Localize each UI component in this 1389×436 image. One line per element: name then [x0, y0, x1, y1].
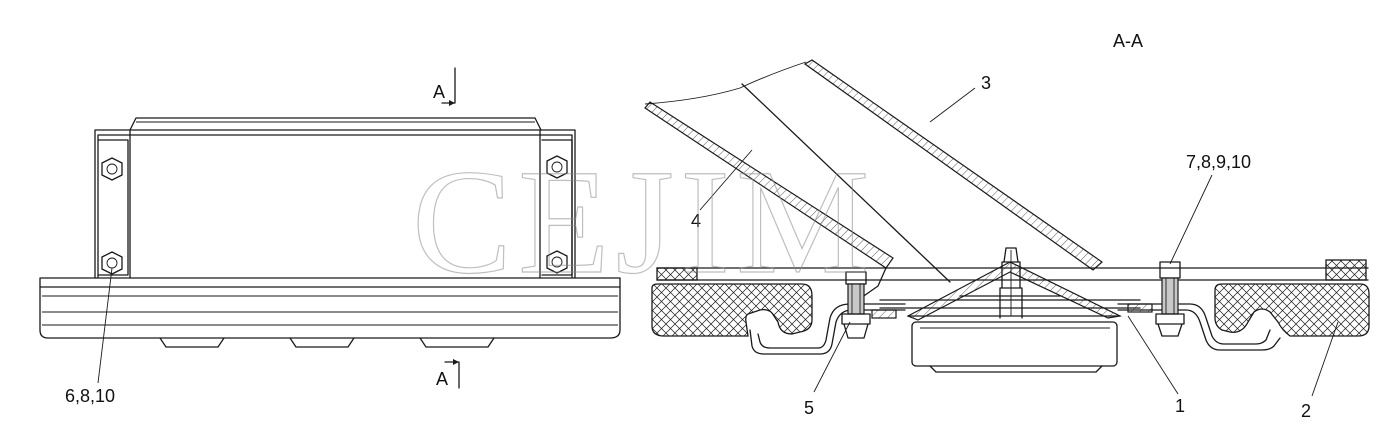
section-marker-bottom: A [436, 359, 460, 389]
callout-3: 3 [981, 73, 991, 93]
channel-left [749, 309, 906, 355]
floor-seal-left [656, 267, 698, 281]
insulation-left [651, 283, 813, 337]
duct [644, 59, 1103, 301]
callout-7-8-9-10: 7,8,9,10 [1186, 152, 1251, 172]
section-view-a-a: A-A [644, 31, 1370, 421]
leader-3 [929, 87, 976, 123]
callout-2: 2 [1301, 401, 1311, 421]
hex-bolt-top-right [546, 155, 568, 179]
duct-break-line [644, 61, 807, 105]
leader-4 [699, 149, 753, 211]
housing-box [94, 117, 576, 279]
section-title: A-A [1113, 31, 1143, 51]
leader-5 [813, 321, 851, 393]
bolt-right [1127, 261, 1185, 337]
drain-assembly [879, 247, 1141, 373]
channel-right [1117, 309, 1281, 351]
leader-2 [1311, 321, 1339, 397]
leader-6-8-10 [97, 267, 113, 384]
side-view: A A 6,8,10 [39, 67, 621, 406]
callout-6-8-10: 6,8,10 [65, 386, 115, 406]
section-mark-top-label: A [433, 82, 445, 102]
callout-5: 5 [804, 398, 814, 418]
hex-bolt-top-left [101, 157, 123, 181]
drain-cover [906, 261, 1122, 321]
hex-bolt-bottom-right [546, 250, 568, 274]
leader-1 [1127, 315, 1179, 395]
bolt-left [841, 271, 897, 339]
leader-7-8-9-10 [1169, 174, 1213, 265]
base-rail [39, 277, 621, 348]
section-mark-bottom-label: A [436, 369, 448, 389]
callout-1: 1 [1175, 396, 1185, 416]
callout-4: 4 [691, 211, 701, 231]
section-marker-top: A [433, 67, 456, 106]
duct-wall-right [803, 59, 1103, 271]
watermark: CEJIM [412, 139, 875, 305]
insulation-right [1214, 283, 1370, 337]
drain-body [911, 321, 1118, 367]
duct-inner-edge [741, 83, 951, 283]
floor-seal-right [1325, 259, 1367, 281]
